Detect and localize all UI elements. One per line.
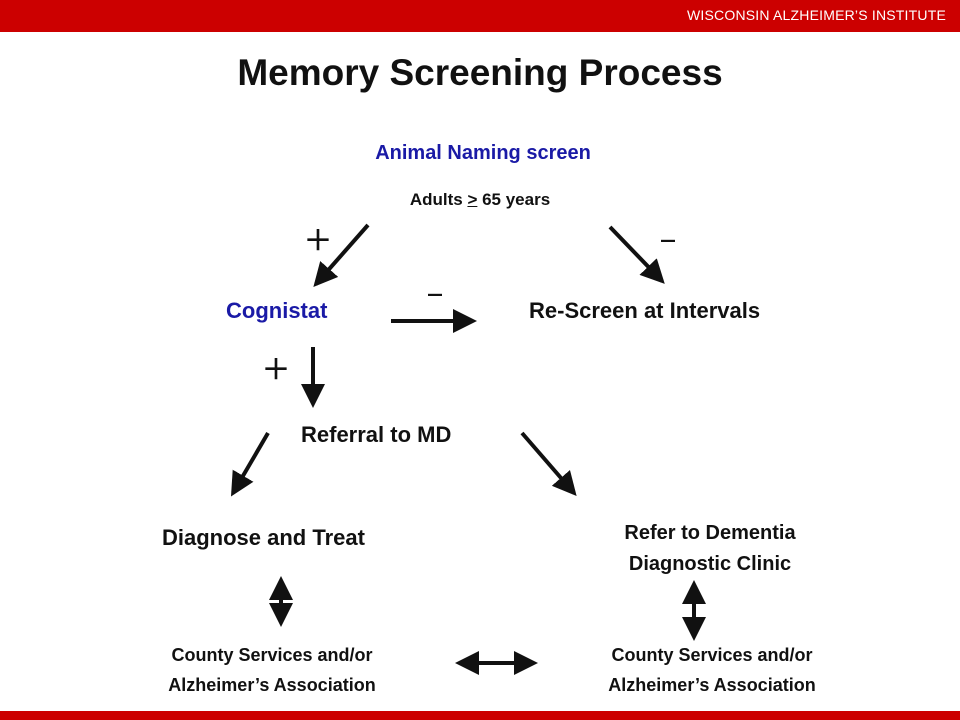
sign-screen-positive: +	[303, 219, 333, 259]
arrow-screen-to-rescreen	[608, 225, 665, 284]
adults-prefix: Adults	[409, 190, 468, 209]
county-right-line2: Alzheimer’s Association	[608, 675, 816, 695]
sign-cognistat-positive: +	[261, 348, 291, 388]
org-name: WISCONSIN ALZHEIMER’S INSTITUTE	[687, 7, 946, 23]
footer-bar	[0, 711, 960, 720]
node-adults-criteria: Adults > 65 years	[0, 190, 960, 210]
node-referral: Referral to MD	[301, 422, 452, 447]
adults-symbol: >	[467, 190, 478, 209]
county-right-line1: County Services and/or	[611, 645, 813, 665]
sign-cognistat-negative: –	[426, 273, 444, 313]
node-diagnose: Diagnose and Treat	[162, 525, 365, 550]
refer-clinic-line1: Refer to Dementia	[624, 522, 796, 544]
arrow-screen-to-cognistat	[313, 223, 370, 288]
node-animal-naming: Animal Naming screen	[375, 142, 591, 164]
arrow-referral-to-clinic	[520, 431, 577, 497]
header-bar: WISCONSIN ALZHEIMER’S INSTITUTE	[0, 0, 960, 32]
county-left-line1: County Services and/or	[171, 645, 373, 665]
node-county-left: County Services and/or Alzheimer’s Assoc…	[122, 640, 422, 700]
refer-clinic-line2: Diagnostic Clinic	[628, 553, 792, 575]
arrow-referral-to-diagnose	[230, 431, 270, 497]
adults-suffix: 65 years	[477, 190, 551, 209]
node-county-right: County Services and/or Alzheimer’s Assoc…	[562, 640, 862, 700]
county-left-line2: Alzheimer’s Association	[168, 675, 376, 695]
node-refer-clinic: Refer to Dementia Diagnostic Clinic	[560, 518, 860, 580]
sign-screen-negative: –	[659, 219, 677, 259]
node-rescreen: Re-Screen at Intervals	[529, 298, 761, 323]
page-title: Memory Screening Process	[237, 52, 723, 93]
node-cognistat: Cognistat	[226, 298, 328, 323]
